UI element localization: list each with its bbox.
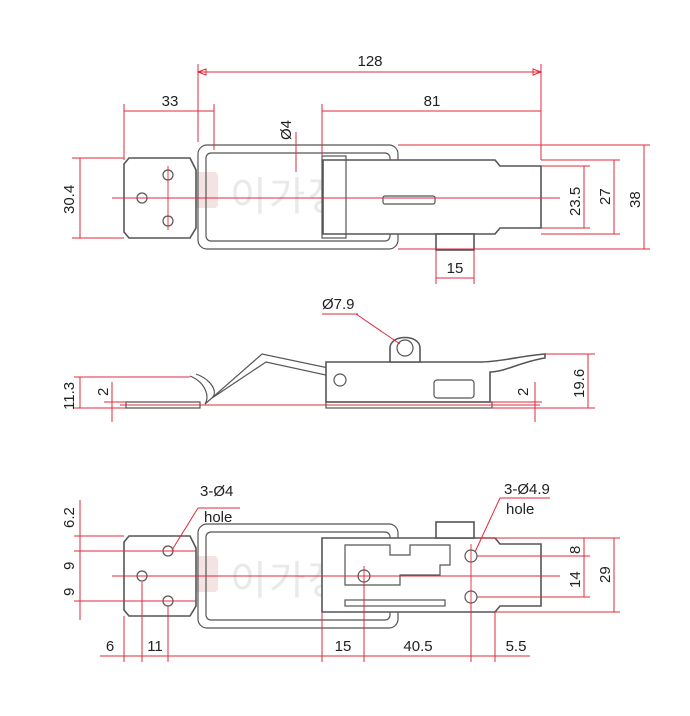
- callout-label: 3-Ø4.9: [504, 481, 550, 498]
- dimension-label: 9: [61, 588, 78, 596]
- pivot: [333, 373, 347, 387]
- dimension-right-heights: 8 14 29: [477, 537, 620, 613]
- slot: [382, 195, 436, 205]
- hinge: [321, 155, 347, 239]
- dimension-tab-width: 15: [435, 250, 475, 284]
- dimension-label: 14: [567, 571, 584, 588]
- ring: [389, 336, 421, 363]
- catch-tab-side: [433, 379, 475, 399]
- dimension-label: 33: [162, 93, 179, 110]
- bottom-view: 이가장식철물 3-Ø4 hole 3-Ø4.9 hole: [61, 481, 620, 662]
- dimension-overall-length: 128: [196, 53, 543, 160]
- wire-arm: [189, 353, 401, 405]
- dimension-mid-height: 27: [541, 159, 620, 235]
- dimension-label: 11.3: [61, 382, 78, 410]
- dimension-side-left-height: 11.3: [61, 376, 190, 410]
- dimension-side-right-thickness: 2: [492, 382, 542, 422]
- dimension-ring-diameter: Ø7.9: [322, 296, 401, 345]
- catch-side: [325, 353, 546, 403]
- dimension-label: 5.5: [506, 638, 527, 655]
- side-view: Ø7.9 11.3 2 2 19.6: [61, 296, 595, 422]
- dimension-label: 2: [515, 388, 532, 396]
- callout-sublabel: hole: [204, 509, 232, 526]
- dimension-label: 38: [627, 191, 644, 208]
- dimension-left-plate: 33: [123, 93, 215, 160]
- dimension-label: 9: [61, 562, 78, 570]
- dimension-label: 19.6: [571, 369, 588, 398]
- callout-label: 3-Ø4: [200, 483, 233, 500]
- spring: [344, 599, 446, 607]
- dimension-left-height: 30.4: [61, 157, 124, 239]
- dimension-label: 29: [597, 566, 614, 583]
- dimension-side-left-thickness: 2: [95, 382, 126, 422]
- dimension-total-height: 38: [398, 144, 650, 250]
- wire-arm-2: [195, 361, 405, 399]
- left-plate-side: [125, 401, 201, 409]
- right-hole-callout: 3-Ø4.9 hole: [474, 481, 550, 553]
- catch-tab: [435, 233, 475, 251]
- dimension-side-right-height: 19.6: [492, 353, 595, 409]
- callout-sublabel: hole: [506, 501, 534, 518]
- dimension-bottom-widths: 6 11 15 40.5 5.5: [100, 582, 530, 662]
- dimension-label: 15: [447, 260, 464, 277]
- dimension-left-offsets: 6.2 9 9: [61, 500, 124, 620]
- dimension-label: 23.5: [567, 187, 584, 216]
- dimension-label: 11: [147, 638, 163, 655]
- dimension-label: 40.5: [403, 638, 432, 655]
- dimension-label: Ø7.9: [322, 296, 355, 313]
- dimension-label: 30.4: [61, 185, 78, 214]
- dimension-label: 6: [106, 638, 114, 655]
- dimension-label: 81: [424, 93, 441, 110]
- catch-tab-bottom: [435, 521, 475, 539]
- dimension-inner-height: 23.5: [541, 165, 590, 229]
- dimension-label: 27: [597, 188, 614, 205]
- dimension-label: 6.2: [61, 507, 78, 528]
- dimension-catch-length: 81: [321, 93, 541, 156]
- dimension-label: Ø4: [278, 120, 295, 140]
- dimension-label: 15: [335, 638, 352, 655]
- dimension-label: 2: [95, 388, 112, 396]
- dimension-wire-diameter: Ø4: [278, 120, 297, 172]
- catch-body: [322, 159, 542, 235]
- dimension-label: 8: [567, 546, 584, 554]
- inner-mechanism: [344, 544, 451, 586]
- top-view: 이가장식철물 128 33: [61, 53, 650, 284]
- left-hole-callout: 3-Ø4 hole: [171, 483, 240, 551]
- dimension-label: 128: [357, 53, 382, 70]
